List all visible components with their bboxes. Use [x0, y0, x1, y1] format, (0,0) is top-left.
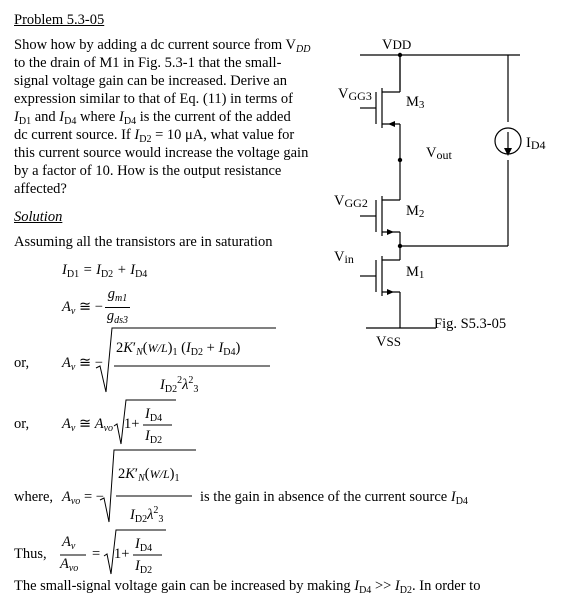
- or-label-1: or,: [14, 355, 30, 371]
- label-vgg2: VGG2: [334, 193, 368, 210]
- equation-4: Av ≅ Avo: [62, 416, 114, 434]
- problem-line-3: signal voltage gain can be increased. De…: [14, 73, 287, 89]
- equation-5-lhs: Avo = −: [62, 489, 104, 507]
- equation-6-lhs-num: Av: [62, 534, 76, 552]
- thus-label: Thus,: [14, 546, 47, 562]
- conclusion-text: The small-signal voltage gain can be inc…: [14, 578, 481, 596]
- problem-line-8: by a factor of 10. How is the output res…: [14, 163, 282, 179]
- label-vgg3: VGG3: [338, 86, 372, 103]
- where-label: where,: [14, 489, 54, 505]
- problem-line-9: affected?: [14, 181, 67, 197]
- solution-heading: Solution: [14, 209, 63, 225]
- equation-1: ID1 = ID2 + ID4: [62, 262, 148, 280]
- where-text: is the gain in absence of the current so…: [200, 489, 468, 507]
- or-label-2: or,: [14, 416, 30, 432]
- label-m3: M3: [406, 94, 425, 111]
- problem-line-7: this current source would increase the v…: [14, 145, 309, 161]
- equation-6-equals: =: [92, 546, 101, 562]
- problem-line-6: dc current source. If ID2 = 10 μA, what …: [14, 127, 295, 145]
- problem-line-4: expression similar to that of Eq. (11) i…: [14, 91, 293, 107]
- label-vss: VSS: [376, 334, 401, 350]
- solution-intro: Assuming all the transistors are in satu…: [14, 234, 273, 250]
- label-m1: M1: [406, 264, 425, 281]
- figure-caption: Fig. S5.3-05: [434, 316, 507, 332]
- problem-heading: Problem 5.3-05: [14, 12, 105, 28]
- label-m2: M2: [406, 203, 425, 220]
- label-vout: Vout: [426, 145, 452, 162]
- label-vdd: VDD: [382, 37, 412, 53]
- problem-line-5: ID1 and ID4 where ID4 is the current of …: [14, 109, 291, 127]
- label-id4: ID4: [526, 135, 546, 152]
- label-vin: Vin: [334, 249, 354, 266]
- problem-line-2: to the drain of M1 in Fig. 5.3-1 that th…: [14, 55, 282, 71]
- equation-6-lhs-den: Avo: [60, 556, 79, 574]
- problem-line-1: Show how by adding a dc current source f…: [14, 37, 311, 55]
